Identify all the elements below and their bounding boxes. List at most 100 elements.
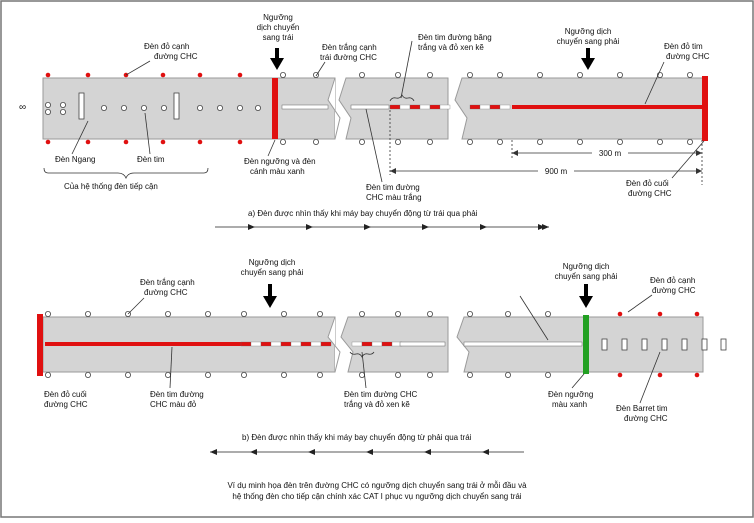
top-threshold-right-arrow-icon [581,58,595,70]
motion-arrowhead [480,224,487,230]
edge-light-white [204,310,211,317]
edge-light-white [85,371,92,378]
top-edge-white-leader [315,61,326,77]
edge-light-red [197,139,203,145]
footer-line-1: Ví dụ minh họa đèn trên đường CHC có ngư… [227,481,527,490]
top-diagram: ∞ Ngưỡng dịch chuyển sang trái Đèn đỏ cạ… [19,13,710,230]
approach-light [45,109,52,116]
edge-light-red [694,372,700,378]
edge-light-white [280,371,287,378]
edge-light-white [45,371,52,378]
edge-light-red [237,72,243,78]
bottom-barrette-label-2: đường CHC [624,414,668,423]
alt-segment [310,341,322,347]
top-edge-red-leader [125,60,151,76]
crossbar-light-1 [78,92,85,120]
edge-light-red [85,139,91,145]
approach-system-label: Của hệ thống đèn tiếp cận [64,182,158,191]
footer-line-2: hệ thống đèn cho tiếp cận chính xác CAT … [232,492,521,501]
approach-light [60,109,67,116]
edge-light-white [617,72,624,79]
alt-segment [479,104,491,110]
top-white-center-leader [365,108,383,183]
top-threshold-green-label-2: cánh màu xanh [250,167,305,176]
top-alt-leader [400,40,413,99]
edge-light-white [466,371,473,378]
motion-arrowhead [538,224,545,230]
dist-300-label: 300 m [599,149,622,158]
barrette-light [621,338,628,351]
bottom-edge-lights [45,310,700,378]
edge-light-white [537,138,544,145]
top-alt-label-2: trắng và đỏ xen kẽ [418,43,484,52]
top-alt-brace [389,94,415,102]
top-end-red-leader [644,61,665,105]
edge-light-white [496,138,503,145]
top-runway-end-leader [671,140,705,179]
bottom-motion-arrow [210,449,524,455]
bottom-threshold-green-label-1: Đèn ngưỡng [548,390,593,399]
edge-light-red [160,72,166,78]
bottom-threshold-green-label-2: màu xanh [552,400,587,409]
top-centerline-red [512,105,702,109]
alt-segment [419,104,431,110]
bottom-alt-leader [361,351,367,389]
edge-light-white [358,72,365,79]
top-threshold-label-3: sang trái [263,33,294,42]
bottom-edge-white-label-2: đường CHC [144,288,188,297]
alt-segment [489,104,501,110]
edge-light-white [394,138,401,145]
bottom-runway-end-label-2: đường CHC [44,400,88,409]
bottom-threshold-arrow-icon [263,296,277,308]
edge-light-red [160,139,166,145]
top-threshold-right-label-2: chuyển sang phải [557,37,620,46]
bottom-threshold-label-2: chuyển sang phải [241,268,304,277]
bottom-edge-red-leader [627,294,653,313]
barrette-light [601,338,608,351]
edge-light-red [237,139,243,145]
barrette-light [681,338,688,351]
top-edge-red-label-1: Đèn đỏ cạnh [144,42,189,51]
edge-light-white [358,371,365,378]
edge-light-red [694,311,700,317]
edge-light-white [316,310,323,317]
edge-light-white [426,72,433,79]
top-runway-end-label-2: đường CHC [628,189,672,198]
alt-segment [250,341,262,347]
top-white-center-label-2: CHC màu trắng [366,193,422,202]
top-threshold-green-leader [267,139,276,157]
edge-light-white [426,310,433,317]
top-centerline-white-1 [281,104,329,110]
motion-arrowhead [422,224,429,230]
edge-light-red [617,372,623,378]
center-label: Đèn tim [137,155,165,164]
bottom-centerline-red [45,342,241,346]
edge-light-white [504,310,511,317]
bottom-threshold-bar-green [583,315,589,374]
bottom-red-center-label-1: Đèn tim đường [150,390,204,399]
edge-light-white [466,138,473,145]
barrette-light [720,338,727,351]
edge-light-white [312,138,319,145]
bottom-barrette-leader [639,351,661,404]
edge-light-white [45,310,52,317]
edge-light-white [426,138,433,145]
edge-light-white [240,310,247,317]
bottom-runway-end-bar [37,314,43,376]
top-threshold-right-label-1: Ngưỡng dịch [565,27,612,36]
bottom-barrette-label-1: Đèn Barret tim [616,404,668,413]
motion-arrowhead [542,224,549,230]
alt-segment [371,341,383,347]
top-threshold-arrow-icon [270,58,284,70]
dist-900-label-bg [538,165,574,176]
approach-center-light [140,105,147,112]
edge-light-white [537,72,544,79]
top-runway-end-label-1: Đèn đỏ cuối [626,179,669,188]
bottom-threshold-label-1: Ngưỡng dịch [249,258,296,267]
bottom-runway-end-label-1: Đèn đỏ cuối [44,390,87,399]
edge-light-white [279,138,286,145]
edge-light-white [687,72,694,79]
edge-light-white [426,371,433,378]
alt-segment [409,104,421,110]
